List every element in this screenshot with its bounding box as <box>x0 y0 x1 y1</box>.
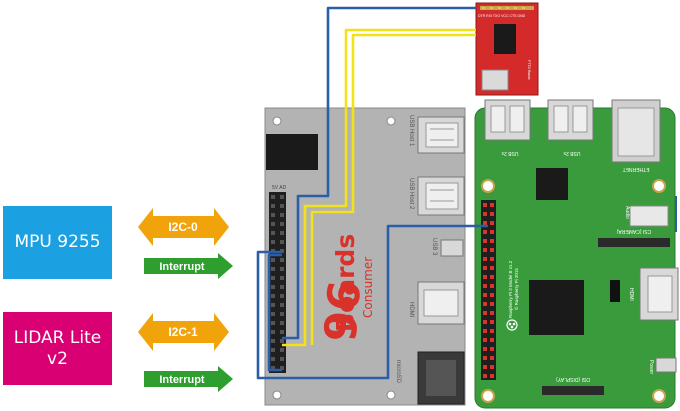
pi-gpio-header <box>481 200 496 380</box>
logo-consumer: Consumer <box>361 257 375 318</box>
interrupt0-arrow: Interrupt <box>144 253 233 279</box>
pi-gpio-pins <box>483 203 494 378</box>
ftdi-basic-board: DTR RXI TXO VCC CTS GND FTDI Basic <box>475 2 539 96</box>
hdmi-port-96b <box>417 281 465 325</box>
pi-usb-right-port <box>547 99 594 141</box>
pi-soc-chip <box>529 280 584 335</box>
pi-audio-jack <box>629 205 669 227</box>
pi-power-port <box>655 357 677 373</box>
usb-host-1-port <box>417 116 465 154</box>
microsd-slot <box>417 351 465 405</box>
interrupt1-label: Interrupt <box>159 374 205 386</box>
pi-dsi-connector <box>542 386 604 395</box>
pi-usb-right-label: USB 2x <box>563 150 580 156</box>
usb-host-2-port <box>417 176 465 216</box>
pi-ethernet-port <box>611 99 661 163</box>
mpu-9255-box: MPU 9255 <box>3 206 112 279</box>
pi-csi-label: CSI (CAMERA) <box>616 228 651 234</box>
pi-small-chip <box>610 280 620 302</box>
raspberry-logo <box>506 319 518 331</box>
pi-power-label: Power <box>648 360 654 375</box>
microsd-label: microSD <box>395 360 401 384</box>
ftdi-pins-label: DTR RXI TXO VCC CTS GND <box>478 14 526 18</box>
hdmi-label-96b: HDMI <box>408 302 414 318</box>
usb-host-1-label: USB Host 1 <box>408 115 414 147</box>
pi-hdmi-label: HDMI <box>628 288 634 301</box>
header-label-96b: 5V AD <box>272 185 287 191</box>
usb-3-port <box>440 239 464 257</box>
pi-usb-left-port <box>484 99 531 141</box>
logo-boards: Boards <box>331 234 360 332</box>
yellow-wire-ftdi-2 <box>310 33 476 345</box>
i2c0-arrow: I2C-0 <box>138 208 229 246</box>
usb-3-label: USB 3 <box>431 238 437 256</box>
interrupt0-label: Interrupt <box>159 261 205 273</box>
ftdi-usb-port <box>481 69 509 91</box>
pi-audio-label: Audio <box>624 206 630 219</box>
96boards-board: 5V AD USB Host 1 USB Host 2 USB 3 <box>264 107 466 406</box>
blue-wire-loop <box>267 253 282 372</box>
pi-usb-left-label: USB 2x <box>501 150 518 156</box>
blue-wire-pi <box>256 224 488 380</box>
pi-model-line2: © Raspberry Pi 2015 <box>513 268 519 310</box>
yellow-wire-ftdi <box>282 28 476 347</box>
pi-csi-connector <box>598 238 670 247</box>
pi-usb-chip <box>536 168 568 200</box>
ftdi-label: FTDI Basic <box>527 60 532 80</box>
pi-hdmi-port <box>639 267 679 321</box>
raspberry-pi-board: USB 2x USB 2x ETHERNET <box>474 99 679 409</box>
i2c0-label: I2C-0 <box>168 220 198 234</box>
ftdi-chip <box>494 24 516 54</box>
wires <box>256 6 488 380</box>
i2c1-label: I2C-1 <box>168 325 198 339</box>
pi-ethernet-label: ETHERNET <box>623 166 650 172</box>
pi-model-line1: Raspberry Pi 3 Model B v1.2 <box>508 260 513 318</box>
lidar-lite-box: LIDAR Lite v2 <box>3 312 112 385</box>
interrupt1-arrow: Interrupt <box>144 366 233 392</box>
header-pins-96b <box>271 195 284 370</box>
i2c1-arrow: I2C-1 <box>138 313 229 351</box>
pi-dsi-label: DSI (DISPLAY) <box>556 376 590 382</box>
logo-96: 96 <box>315 278 371 343</box>
blue-wire-ftdi <box>282 6 476 340</box>
usb-host-2-label: USB Host 2 <box>408 178 414 210</box>
96boards-logo: 96 Boards Consumer <box>315 234 375 344</box>
gpio-header-96b <box>269 192 286 373</box>
